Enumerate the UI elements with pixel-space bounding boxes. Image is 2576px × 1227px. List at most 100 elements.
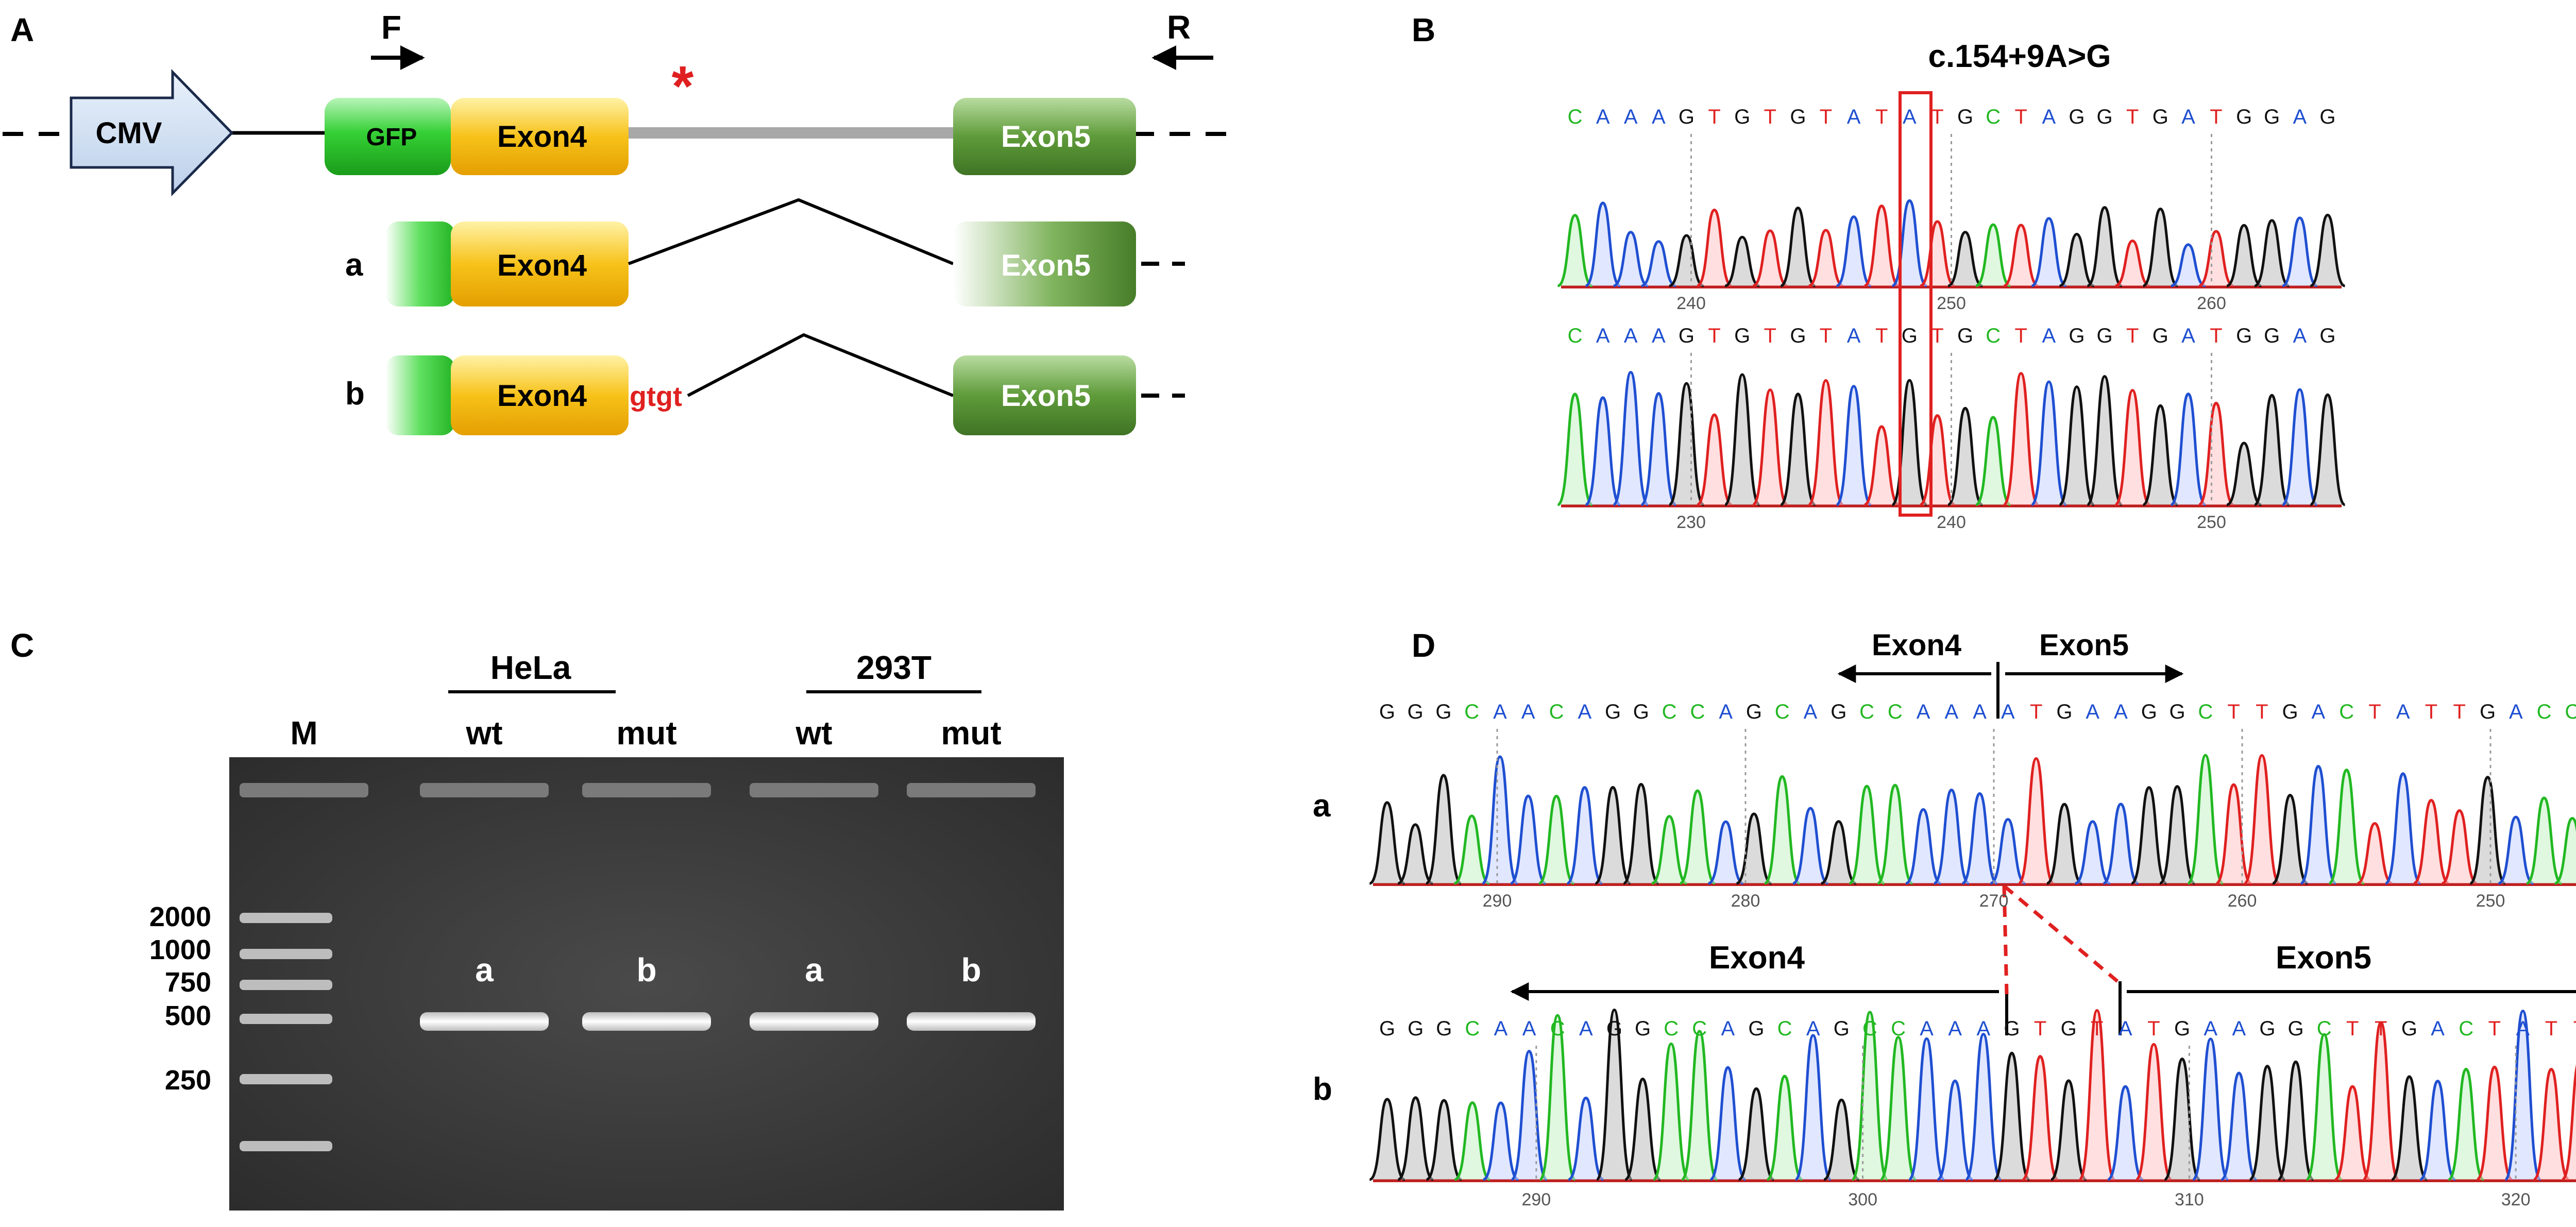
chromatogram-peak (2018, 757, 2055, 885)
panel-a: A F R CMV GFP Exon4 Exon5 * a Exon4 Exon… (3, 9, 1234, 435)
sequence-base: A (2181, 325, 2195, 347)
ladder-band (240, 1074, 332, 1084)
chromatogram-peak (1641, 240, 1676, 287)
sequence-base: A (2431, 1017, 2445, 1040)
sequence-base: G (1379, 701, 1395, 723)
primer-r-label: R (1167, 9, 1191, 46)
ladder-size-label: 500 (165, 1000, 211, 1031)
sequence-base: T (2030, 701, 2042, 723)
chromatogram-peak (1905, 808, 1942, 885)
chromatogram-peak (1975, 223, 2011, 287)
sequence-base: G (2097, 106, 2113, 128)
sequence-base: T (1708, 106, 1720, 128)
ladder-band (240, 1014, 332, 1024)
sequence-base: T (2368, 701, 2381, 723)
sequence-base: A (2001, 701, 2015, 723)
chromatogram-peak (1965, 1033, 2002, 1181)
sequence-base: A (1652, 106, 1666, 128)
sequence-base: T (1764, 106, 1776, 128)
sequence-base: G (2069, 106, 2084, 128)
position-tick-label: 260 (2228, 891, 2257, 911)
sequence-base: C (1692, 1017, 1707, 1040)
chromatogram-peak (1613, 371, 1649, 506)
sequence-base: A (1521, 701, 1535, 723)
chromatogram-peak (1696, 208, 1733, 287)
pcr-product-band (907, 1012, 1036, 1031)
sequence-base: G (1408, 701, 1423, 723)
chromatogram-peak (2074, 820, 2111, 885)
chromatogram-peak (2198, 230, 2234, 287)
sequence-base: G (1748, 1017, 1764, 1040)
sequence-base: A (1944, 701, 1958, 723)
exon4-block-a (451, 221, 629, 306)
chromatogram-peak (1792, 807, 1828, 885)
exon5-block-a (953, 221, 1136, 306)
sequence-base: T (1708, 325, 1720, 347)
chromatogram-peak (2226, 224, 2262, 287)
lane-label: wt (795, 714, 832, 752)
gel-well (582, 783, 711, 797)
sequence-base: A (1804, 701, 1818, 723)
panel-c-label: C (10, 627, 34, 664)
sequence-base: G (1734, 325, 1750, 347)
sequence-base: C (2565, 701, 2576, 723)
sequence-base: A (1920, 1017, 1934, 1040)
chromatogram-peak (2059, 385, 2095, 506)
chromatogram-peak (2253, 394, 2290, 506)
exon5-label-a: Exon5 (1001, 249, 1091, 282)
sequence-base: A (2232, 1017, 2246, 1040)
chromatogram-peak (2249, 1065, 2286, 1181)
mutation-star: * (672, 55, 694, 118)
chromatogram-peak (1724, 235, 1760, 287)
chromatogram-peak (1511, 1050, 1548, 1181)
chromatogram-peak (1538, 1014, 1577, 1181)
track-b-label: b (345, 376, 365, 412)
gel-well (240, 783, 368, 797)
position-tick-label: 280 (1731, 891, 1760, 911)
chromatogram-peak (1709, 1066, 1747, 1181)
chromatogram-peak (1482, 755, 1518, 885)
sequence-base: T (1764, 325, 1776, 347)
gfp-block (325, 98, 451, 175)
ladder-band (240, 913, 332, 923)
chromatogram-peak (1919, 220, 1955, 287)
sequence-base: C (1662, 701, 1677, 723)
chromatogram-peak (1736, 812, 1772, 885)
chromatogram-peak (1836, 215, 1872, 287)
sequence-base: T (1931, 106, 1943, 128)
sequence-base: G (2153, 106, 2168, 128)
sequence-base: G (2480, 701, 2496, 723)
chromatogram-peak (1724, 373, 1760, 506)
exon5-label-da: Exon5 (2039, 628, 2129, 662)
sequence-base: A (1847, 106, 1861, 128)
chromatogram-peak (1752, 388, 1788, 506)
sequence-base: C (1986, 106, 2001, 128)
sequence-base: G (2153, 325, 2168, 347)
ladder-band (240, 980, 332, 990)
sequence-base: G (2236, 106, 2252, 128)
sequence-base: G (1379, 1017, 1395, 1040)
chromatogram-peak (2107, 1085, 2144, 1181)
track-a-label-d: a (1313, 788, 1331, 824)
sequence-base: C (1888, 701, 1903, 723)
sequence-base: A (1578, 701, 1591, 723)
sequence-base: T (2488, 1017, 2501, 1040)
sequence-base: C (2198, 701, 2213, 723)
chromatogram-peak (2469, 776, 2506, 885)
gel-well (907, 783, 1036, 797)
sequence-base: T (2126, 325, 2139, 347)
sequence-base: G (1606, 1017, 1622, 1040)
chromatogram-peak (2221, 1071, 2258, 1181)
sequence-base: A (2293, 106, 2307, 128)
chromatogram-peak (1585, 396, 1621, 506)
chromatogram-peak (2441, 809, 2478, 885)
ladder-size-label: 750 (165, 967, 211, 998)
sequence-base: T (2015, 325, 2027, 347)
sequence-base: A (2042, 325, 2056, 347)
sequence-base: T (1875, 106, 1888, 128)
